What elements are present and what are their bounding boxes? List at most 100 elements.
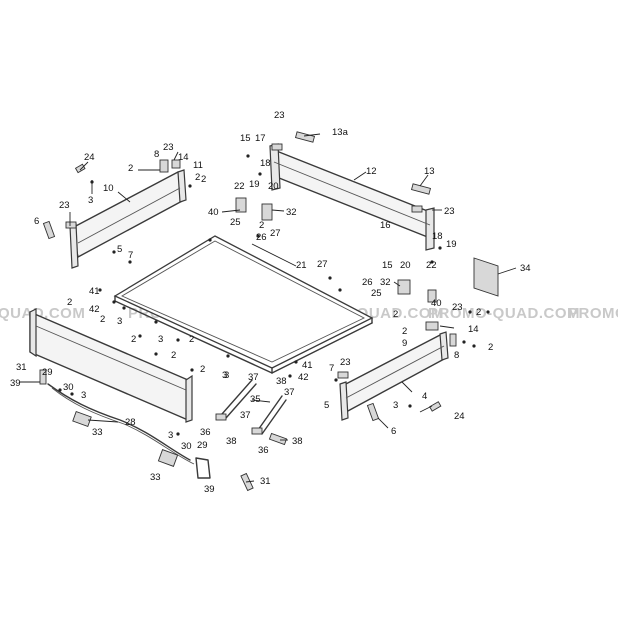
callout-25: 25 [371,288,382,299]
callout-27: 27 [317,259,328,270]
callout-2: 2 [100,314,105,325]
callout-22: 22 [234,181,245,192]
callout-13: 13 [424,166,435,177]
callout-19: 19 [249,179,260,190]
callout-23: 23 [59,200,70,211]
callout-22: 22 [426,260,437,271]
callout-39: 39 [10,378,21,389]
callout-17: 17 [255,133,266,144]
callout-3: 3 [222,370,227,381]
bed-floor [113,235,374,374]
callout-20: 20 [400,260,411,271]
callout-3: 3 [224,370,229,381]
callout-24: 24 [454,411,465,422]
callout-3: 3 [393,400,398,411]
callout-41: 41 [302,360,313,371]
callout-3: 3 [117,316,122,327]
gas-struts [221,379,287,435]
callout-10: 10 [103,183,114,194]
callout-3: 3 [88,195,93,206]
callout-42: 42 [298,372,309,383]
callout-8: 8 [454,350,459,361]
callout-37: 37 [284,387,295,398]
callout-33: 33 [92,427,103,438]
part-callouts: 24 2 8 23 14 11 2 10 3 23 6 5 7 41 2 42 … [10,110,531,495]
callout-2: 2 [201,174,206,185]
callout-23: 23 [274,110,285,121]
left-side-panel [69,169,187,269]
callout-3: 3 [81,390,86,401]
callout-6: 6 [34,216,39,227]
callout-9: 9 [402,338,407,349]
callout-26: 26 [256,232,267,243]
callout-40: 40 [431,298,442,309]
right-side-panel [339,331,449,421]
watermark-text-1: QUAD.COM [0,305,85,322]
fastener-dots [58,154,490,436]
callout-15: 15 [240,133,251,144]
callout-2: 2 [402,326,407,337]
callout-2: 2 [259,220,264,231]
callout-19: 19 [446,239,457,250]
callout-2: 2 [200,364,205,375]
callout-25: 25 [230,217,241,228]
callout-33: 33 [150,472,161,483]
watermark-text-4: PROMO-QUAD.COM [428,305,580,322]
callout-2: 2 [393,309,398,320]
callout-2: 2 [488,342,493,353]
callout-7: 7 [128,250,133,261]
latch-cable [39,369,254,492]
callout-8: 8 [154,149,159,160]
callout-14: 14 [178,152,189,163]
callout-27: 27 [270,228,281,239]
rear-panel [269,143,435,251]
callout-13a: 13a [332,127,349,138]
callout-5: 5 [117,244,122,255]
callout-11: 11 [193,160,203,171]
callout-18: 18 [260,158,271,169]
callout-6: 6 [391,426,396,437]
callout-3: 3 [158,334,163,345]
callout-36: 36 [200,427,211,438]
callout-2: 2 [131,334,136,345]
callout-31: 31 [260,476,271,487]
callout-32: 32 [380,277,391,288]
callout-38: 38 [226,436,237,447]
callout-21: 21 [296,260,307,271]
callout-38: 38 [292,436,303,447]
callout-2: 2 [195,172,200,183]
callout-30: 30 [63,382,74,393]
callout-38: 38 [276,376,287,387]
callout-26: 26 [362,277,373,288]
front-panel [29,308,193,423]
callout-4: 4 [422,391,427,402]
callout-12: 12 [366,166,377,177]
watermark-text-5: PROMO [568,305,618,322]
callout-2: 2 [476,307,481,318]
callout-23: 23 [163,142,174,153]
hardware-parts [42,131,499,446]
callout-14: 14 [468,324,479,335]
callout-18: 18 [432,231,443,242]
callout-23: 23 [452,302,463,313]
callout-28: 28 [125,417,136,428]
callout-34: 34 [520,263,531,274]
callout-39: 39 [204,484,215,495]
callout-24: 24 [84,152,95,163]
callout-23: 23 [340,357,351,368]
callout-37: 37 [240,410,251,421]
callout-40: 40 [208,207,219,218]
callout-37: 37 [248,372,259,383]
callout-2: 2 [189,334,194,345]
callout-36: 36 [258,445,269,456]
callout-32: 32 [286,207,297,218]
callout-23: 23 [444,206,455,217]
callout-7: 7 [329,363,334,374]
callout-29: 29 [197,440,208,451]
callout-29: 29 [42,367,53,378]
callout-30: 30 [181,441,192,452]
callout-16: 16 [380,220,391,231]
callout-20: 20 [268,181,279,192]
